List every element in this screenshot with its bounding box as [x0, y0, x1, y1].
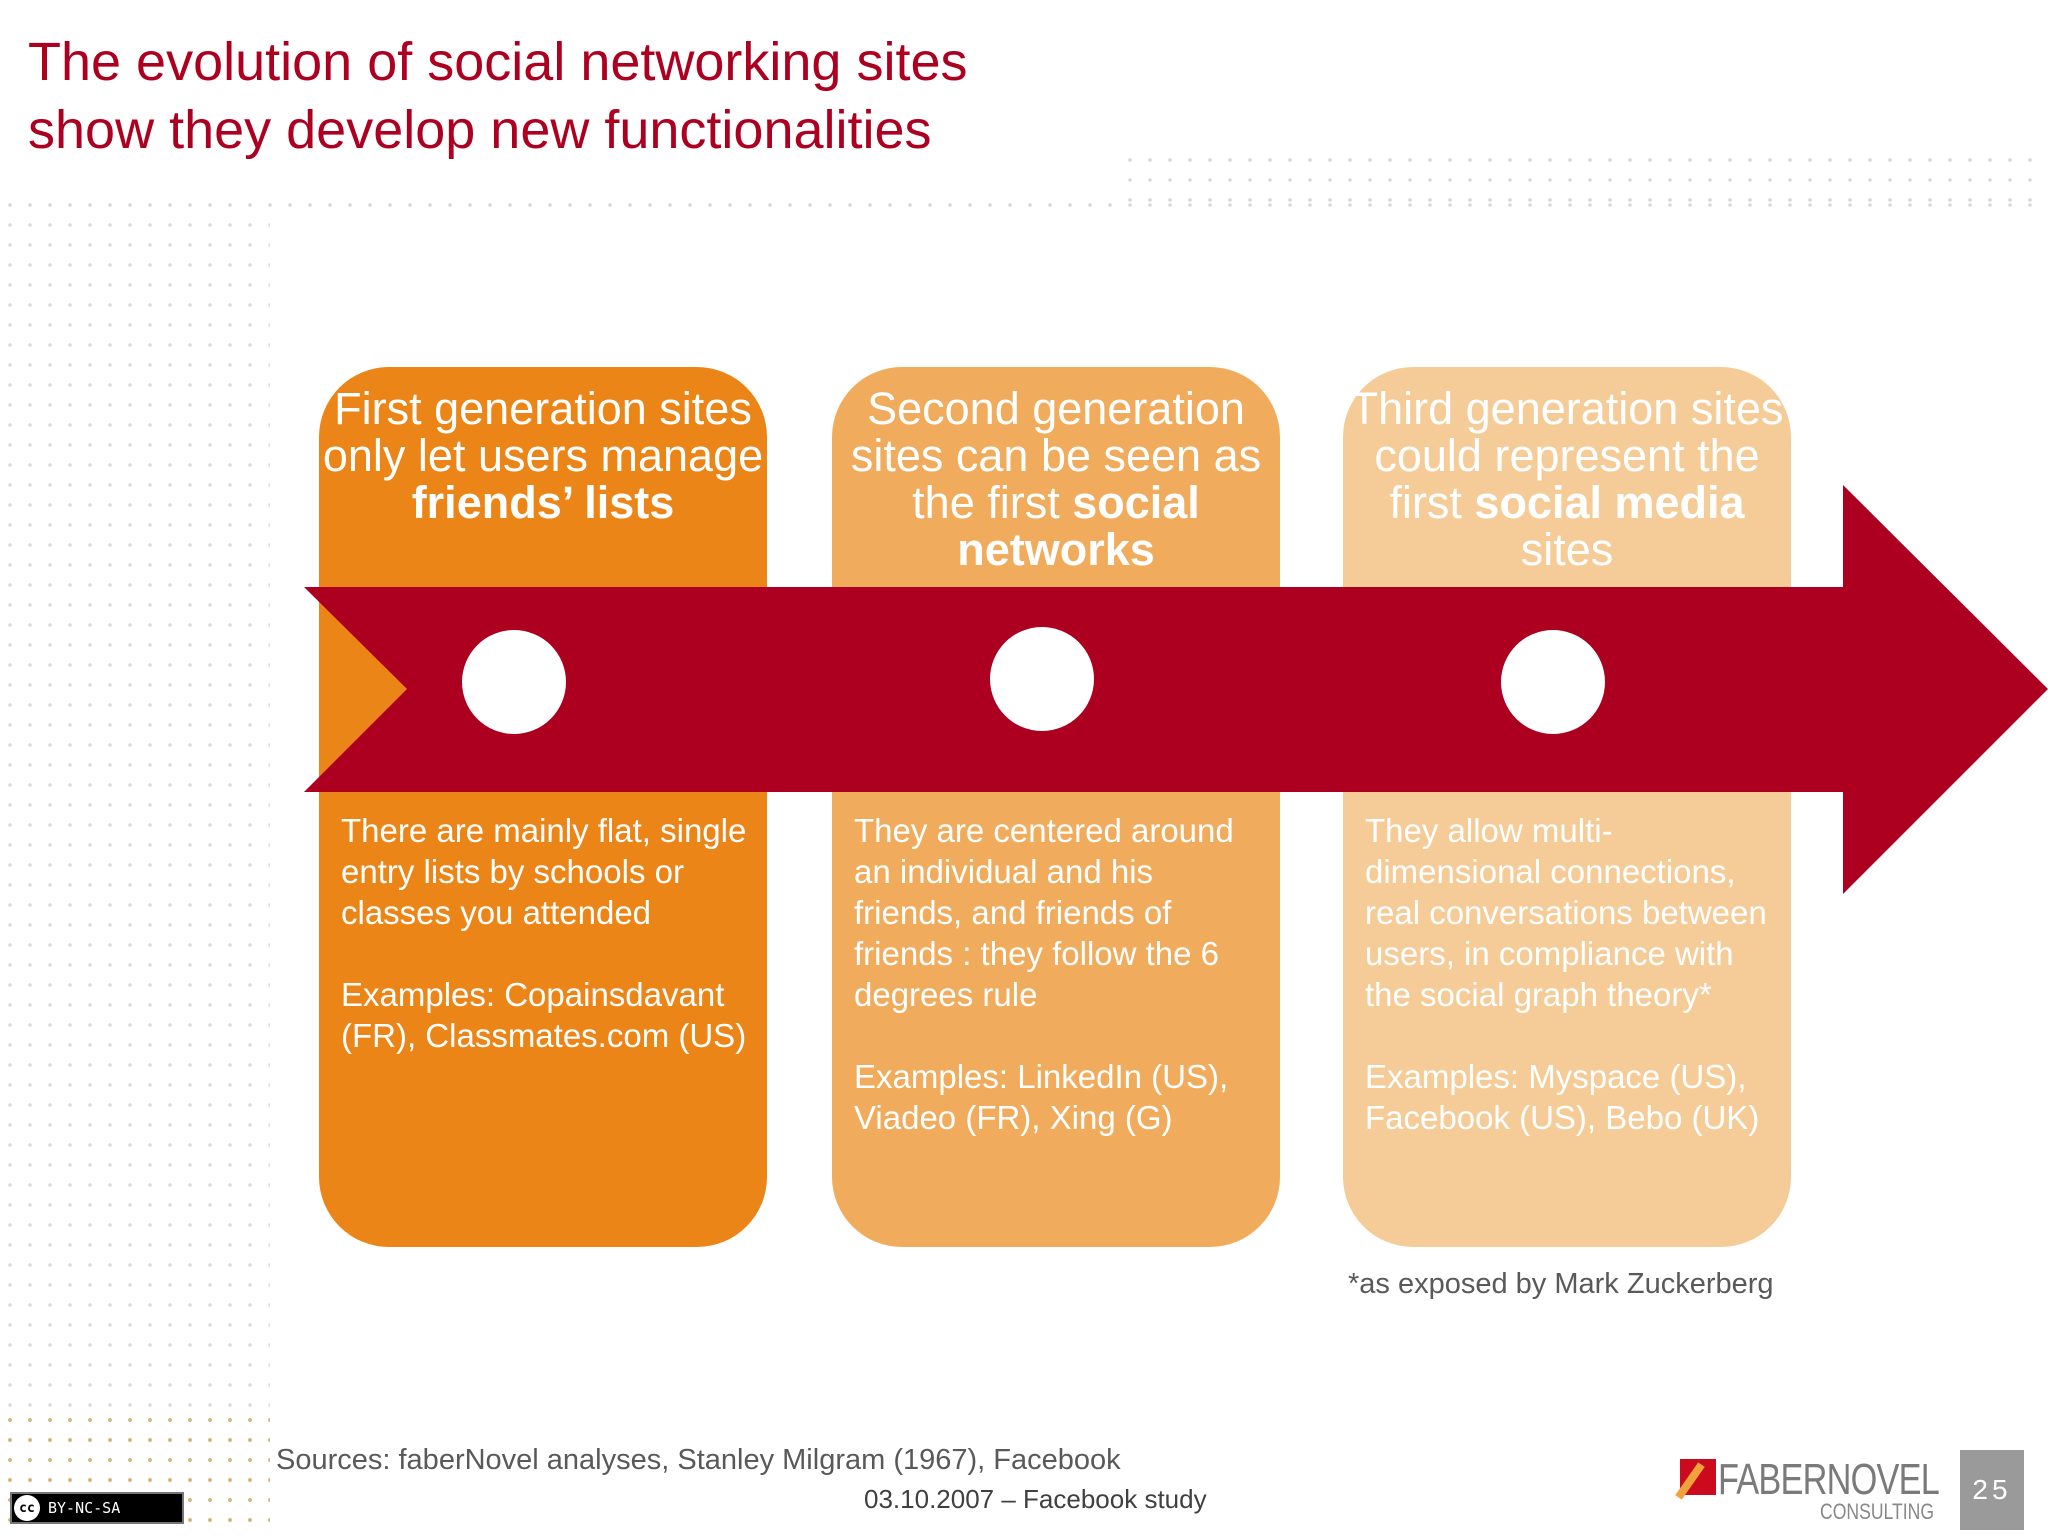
- slide-title-line-2: show they develop new functionalities: [28, 100, 932, 160]
- generation-title-suffix: sites: [1520, 524, 1614, 575]
- fabernovel-logo: FABERNOVEL CONSULTING: [1680, 1455, 1940, 1525]
- generation-card-first: First generation sites only let users ma…: [319, 367, 767, 1247]
- generation-card-second: Second generation sites can be seen as t…: [832, 367, 1280, 1247]
- generation-title-text: Third generation sites could represent t…: [1350, 383, 1784, 528]
- creative-commons-icon: cc: [14, 1495, 40, 1521]
- page-number: 25: [1960, 1450, 2024, 1530]
- milestone-circle-3: [1501, 630, 1605, 734]
- generation-description: There are mainly flat, single entry list…: [341, 812, 747, 1054]
- study-date: 03.10.2007 – Facebook study: [864, 1484, 1207, 1514]
- generation-title: Third generation sites could represent t…: [1343, 385, 1791, 573]
- generation-description: They are centered around an individual a…: [854, 812, 1234, 1136]
- dot-pattern-band: [0, 195, 2048, 217]
- footnote: *as exposed by Mark Zuckerberg: [1348, 1268, 1774, 1300]
- generation-title: First generation sites only let users ma…: [319, 385, 767, 526]
- dot-pattern-left: [0, 215, 270, 1415]
- generation-title: Second generation sites can be seen as t…: [832, 385, 1280, 573]
- license-badge[interactable]: cc BY-NC-SA: [10, 1492, 184, 1524]
- generation-description: They allow multi-dimensional connections…: [1365, 812, 1767, 1136]
- generation-title-bold: social networks: [957, 477, 1200, 575]
- logo-name: FABERNOVEL: [1718, 1455, 1940, 1504]
- generation-title-bold: social media: [1474, 477, 1745, 528]
- logo-subtitle: CONSULTING: [1820, 1499, 1935, 1524]
- sources-text: Sources: faberNovel analyses, Stanley Mi…: [276, 1444, 1121, 1476]
- slide-title-line-1: The evolution of social networking sites: [28, 32, 968, 92]
- generation-title-text: First generation sites only let users ma…: [322, 383, 764, 481]
- slide-title: The evolution of social networking sites…: [28, 28, 1128, 164]
- generation-title-text: Second generation sites can be seen as t…: [850, 383, 1262, 528]
- logo-mark-icon: [1680, 1459, 1716, 1495]
- generation-card-third: Third generation sites could represent t…: [1343, 367, 1791, 1247]
- milestone-circle-2: [990, 627, 1094, 731]
- license-label: BY-NC-SA: [48, 1499, 121, 1517]
- generation-title-bold: friends’ lists: [411, 477, 675, 528]
- milestone-circle-1: [462, 630, 566, 734]
- timeline-arrow-shape: [304, 485, 2048, 894]
